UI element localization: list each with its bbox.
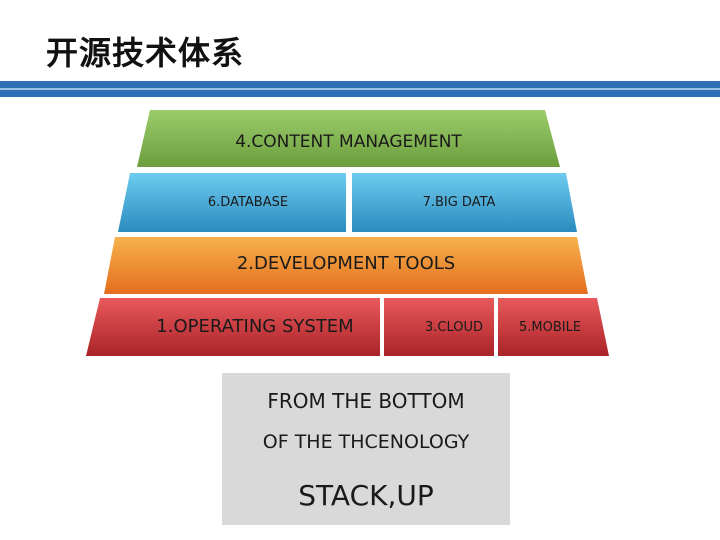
cloud-layer-band	[384, 298, 494, 356]
database-layer-band	[118, 173, 346, 232]
os-layer-label: 1.OPERATING SYSTEM	[156, 316, 354, 337]
caption-line-3: STACK,UP	[298, 479, 434, 512]
caption-line-2: OF THE THCENOLOGY	[262, 431, 470, 453]
content-layer-label: 4.CONTENT MANAGEMENT	[235, 132, 462, 152]
os-layer-band	[86, 298, 380, 356]
bigdata-layer-label: 7.BIG DATA	[422, 195, 496, 210]
header-bar-highlight	[0, 88, 720, 90]
page-title: 开源技术体系	[46, 34, 245, 72]
tools-layer-label: 2.DEVELOPMENT TOOLS	[236, 253, 456, 274]
mobile-layer-band	[498, 298, 609, 356]
caption-line-1: FROM THE BOTTOM	[267, 389, 465, 413]
tools-layer-band	[104, 237, 588, 294]
database-layer-label: 6.DATABASE	[207, 195, 289, 210]
bigdata-layer-band	[352, 173, 577, 232]
cloud-layer-label: 3.CLOUD	[424, 320, 484, 335]
content-layer-band	[137, 110, 560, 167]
mobile-layer-label: 5.MOBILE	[518, 320, 582, 335]
caption-box: FROM THE BOTTOM OF THE THCENOLOGY STACK,…	[222, 373, 510, 525]
